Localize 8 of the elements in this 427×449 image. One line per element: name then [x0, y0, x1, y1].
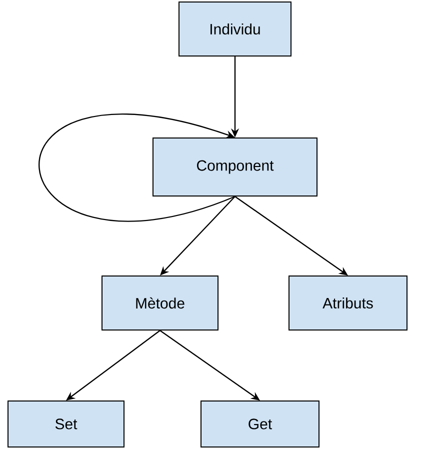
- arrow: [160, 196, 236, 276]
- process-box: Mètode: [102, 276, 218, 330]
- process-box: Set: [8, 400, 124, 448]
- process-box: Get: [200, 400, 320, 448]
- process-box: Atributs: [288, 276, 408, 330]
- process-box: Individu: [178, 2, 292, 56]
- process-box: Component: [152, 138, 318, 196]
- arrow: [39, 114, 236, 222]
